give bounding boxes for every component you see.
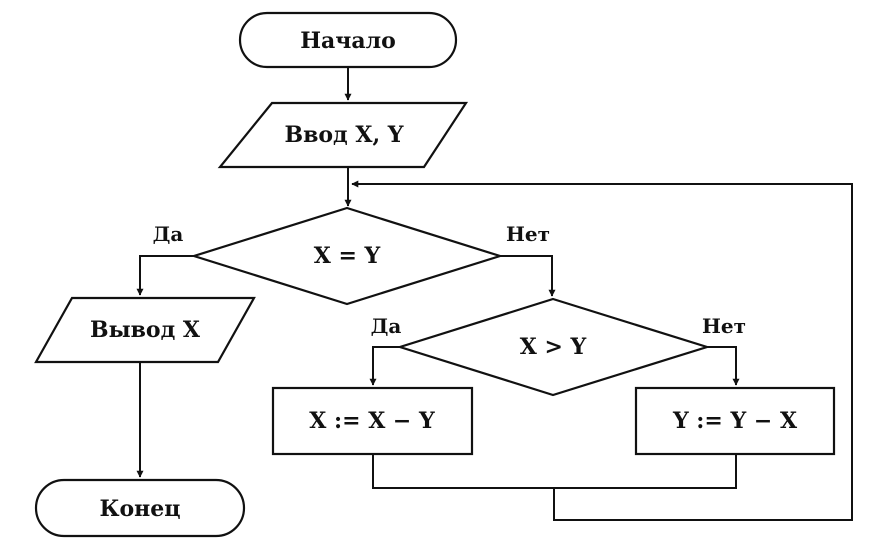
merge-left bbox=[372, 454, 554, 489]
decision2-no-label: Нет bbox=[702, 314, 746, 338]
assign-y-label: Y := Y − X bbox=[672, 408, 798, 434]
connector-d2-no bbox=[707, 346, 740, 386]
decision1-diamond bbox=[190, 206, 504, 306]
assign-x-label: X := X − Y bbox=[309, 408, 435, 434]
decision2-diamond bbox=[396, 297, 711, 397]
input-label: Ввод X, Y bbox=[285, 122, 404, 148]
merge-right bbox=[554, 454, 737, 489]
connector-d1-yes bbox=[136, 255, 194, 296]
output-label: Вывод X bbox=[90, 317, 201, 343]
connector-d1-no bbox=[500, 255, 556, 297]
end-label: Конец bbox=[99, 496, 180, 522]
decision1-yes-label: Да bbox=[153, 222, 184, 246]
input-parallelogram bbox=[217, 101, 469, 169]
loop-back-line bbox=[351, 180, 853, 521]
output-parallelogram bbox=[34, 296, 256, 364]
assign-y-box bbox=[634, 386, 836, 456]
end-terminator bbox=[34, 478, 246, 538]
decision1-no-label: Нет bbox=[506, 222, 550, 246]
connector-d2-yes bbox=[369, 346, 400, 386]
decision2-label: X > Y bbox=[520, 334, 587, 360]
start-label: Начало bbox=[300, 28, 396, 54]
decision2-yes-label: Да bbox=[371, 314, 402, 338]
decision1-label: X = Y bbox=[314, 243, 381, 269]
assign-x-box bbox=[271, 386, 474, 456]
